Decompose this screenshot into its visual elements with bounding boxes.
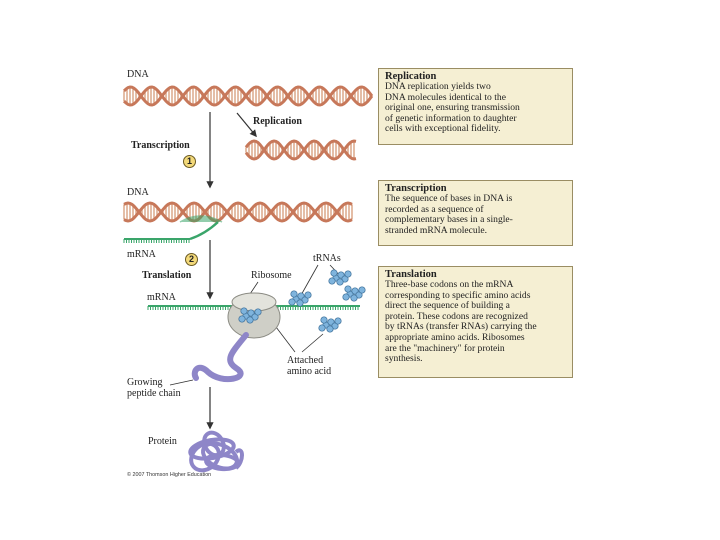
trna-in-ribosome — [238, 307, 262, 324]
ribosome-small-subunit — [231, 292, 277, 312]
transcription-box-title: Transcription — [385, 183, 447, 194]
label-growing-2: peptide chain — [127, 388, 181, 399]
step-2-badge: 2 — [185, 253, 198, 266]
replication-box-title: Replication — [385, 71, 437, 82]
copyright-notice: © 2007 Thomson Higher Education — [127, 472, 212, 478]
replication-box-text: DNA replication yields two DNA molecules… — [385, 81, 520, 135]
label-translation: Translation — [142, 270, 192, 281]
trna-free-3 — [342, 285, 366, 302]
trna-bead — [326, 325, 334, 333]
trna-bead — [342, 293, 350, 301]
trna-bead — [254, 308, 262, 316]
trna-bead — [330, 269, 338, 277]
growing-peptide-chain — [191, 332, 249, 382]
trna-bead — [350, 294, 358, 302]
translation-box-text: Three-base codons on the mRNA correspond… — [385, 279, 537, 365]
trna-free-1 — [288, 290, 312, 307]
replication-box: Replication DNA replication yields two D… — [378, 68, 573, 145]
transcription-box: Transcription The sequence of bases in D… — [378, 180, 573, 246]
label-transcription: Transcription — [131, 140, 190, 151]
leader-trnas — [299, 264, 319, 298]
trna-bead — [344, 285, 352, 293]
label-protein: Protein — [148, 436, 177, 447]
trna-bead — [334, 317, 342, 325]
dna-strand — [123, 201, 353, 223]
label-mrna-2: mRNA — [147, 292, 176, 303]
transcription-bubble — [179, 215, 223, 223]
trna-bead — [296, 299, 304, 307]
dna-strand — [123, 201, 353, 223]
label-dna-mid: DNA — [127, 187, 149, 198]
protein-fold — [234, 448, 244, 470]
label-attached-1: Attached — [287, 355, 324, 366]
trna-bead — [240, 307, 248, 315]
label-trnas: tRNAs — [313, 253, 341, 264]
trna-bead — [246, 316, 254, 324]
leader-amino-acid — [275, 326, 296, 353]
dna-strand — [122, 85, 374, 107]
label-ribosome: Ribosome — [251, 270, 292, 281]
label-dna-top: DNA — [127, 69, 149, 80]
mrna-strand-emerging — [189, 221, 219, 241]
trna-bead — [288, 298, 296, 306]
trna-bead — [304, 291, 312, 299]
trna-bead — [238, 315, 246, 323]
trna-attached-amino-acid — [318, 316, 342, 333]
label-attached-2: amino acid — [287, 366, 332, 377]
folded-protein — [188, 430, 244, 473]
dna-double-helix-top — [122, 85, 374, 107]
replicated-dna-molecule-1 — [244, 139, 357, 161]
trna-bead — [328, 277, 336, 285]
trna-bead — [358, 286, 366, 294]
dna-strand — [244, 139, 357, 161]
step-1-badge: 1 — [183, 155, 196, 168]
label-replication: Replication — [253, 116, 302, 127]
trna-bead — [336, 278, 344, 286]
leader-peptide — [169, 379, 194, 386]
label-mrna-1: mRNA — [127, 249, 156, 260]
transcription-box-text: The sequence of bases in DNA is recorded… — [385, 193, 513, 236]
translation-box-title: Translation — [385, 269, 437, 280]
trna-bead — [318, 324, 326, 332]
dna-being-transcribed — [123, 201, 353, 223]
mrna-strand-transcription — [123, 238, 190, 243]
label-growing-1: Growing — [127, 377, 163, 388]
trna-bead — [320, 316, 328, 324]
leader-amino-acid-2 — [301, 333, 324, 353]
trna-bead — [290, 290, 298, 298]
trna-bead — [344, 270, 352, 278]
arrow-replication — [236, 112, 257, 138]
trna-free-2 — [328, 269, 352, 286]
protein-fold — [188, 437, 236, 461]
translation-box: Translation Three-base codons on the mRN… — [378, 266, 573, 378]
